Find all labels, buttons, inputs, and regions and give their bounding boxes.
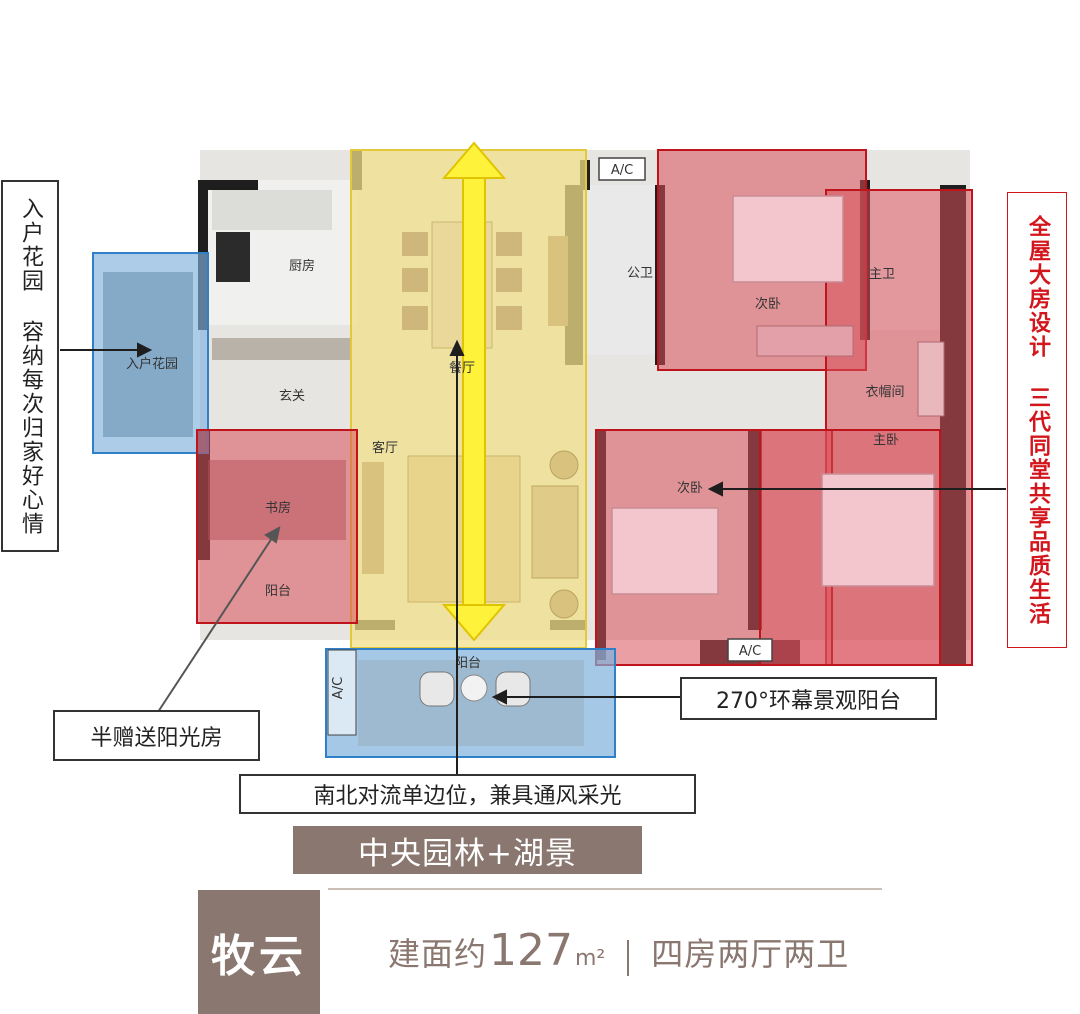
room-balcony-south: 阳台 (455, 656, 481, 671)
divider-line (328, 888, 882, 890)
unit-spec: 建面约 127 m² 四房两厅两卫 (388, 925, 849, 991)
area-value: 127 (489, 925, 573, 976)
room-dining: 餐厅 (449, 360, 475, 376)
room-master-bed: 主卧 (873, 433, 899, 448)
room-balcony-west: 阳台 (265, 584, 291, 599)
ventilation-arrow (441, 141, 507, 642)
callout-entry-garden: 入户花园 容纳每次归家好心情 (1, 180, 59, 552)
ac-bottom-label: A/C (739, 644, 761, 659)
room-kitchen: 厨房 (289, 258, 315, 274)
room-cloakroom: 衣帽间 (865, 384, 904, 400)
spec-separator (627, 940, 630, 976)
floor-plan: 入户花园 厨房 玄关 餐厅 客厅 书房 阳台 阳台 公卫 主卫 次卧 衣帽间 主… (60, 141, 1006, 774)
area-prefix: 建面约 (388, 935, 488, 973)
callout-sunroom: 半赠送阳光房 (53, 710, 260, 761)
leader-lines (60, 339, 1006, 774)
area-unit: m² (575, 946, 606, 971)
room-foyer: 玄关 (279, 389, 305, 404)
callout-balcony-view: 270°环幕景观阳台 (680, 677, 937, 720)
callout-full-house-design: 全屋大房设计 三代同堂共享品质生活 (1007, 192, 1067, 648)
room-study: 书房 (265, 500, 291, 516)
callout-ventilation: 南北对流单边位，兼具通风采光 (239, 774, 696, 814)
room-garden: 入户花园 (126, 356, 178, 372)
room-public-bath: 公卫 (627, 266, 653, 281)
layout-type: 四房两厅两卫 (651, 935, 850, 973)
room-second-bed-north: 次卧 (755, 296, 781, 312)
room-second-bed-south: 次卧 (677, 480, 703, 496)
ac-balcony-label: A/C (331, 677, 346, 699)
garden-lake-tag: 中央园林+湖景 (293, 826, 642, 874)
ac-top-label: A/C (611, 163, 633, 178)
unit-name: 牧云 (198, 890, 320, 1014)
room-living: 客厅 (372, 440, 398, 456)
room-master-bath: 主卫 (869, 267, 895, 282)
